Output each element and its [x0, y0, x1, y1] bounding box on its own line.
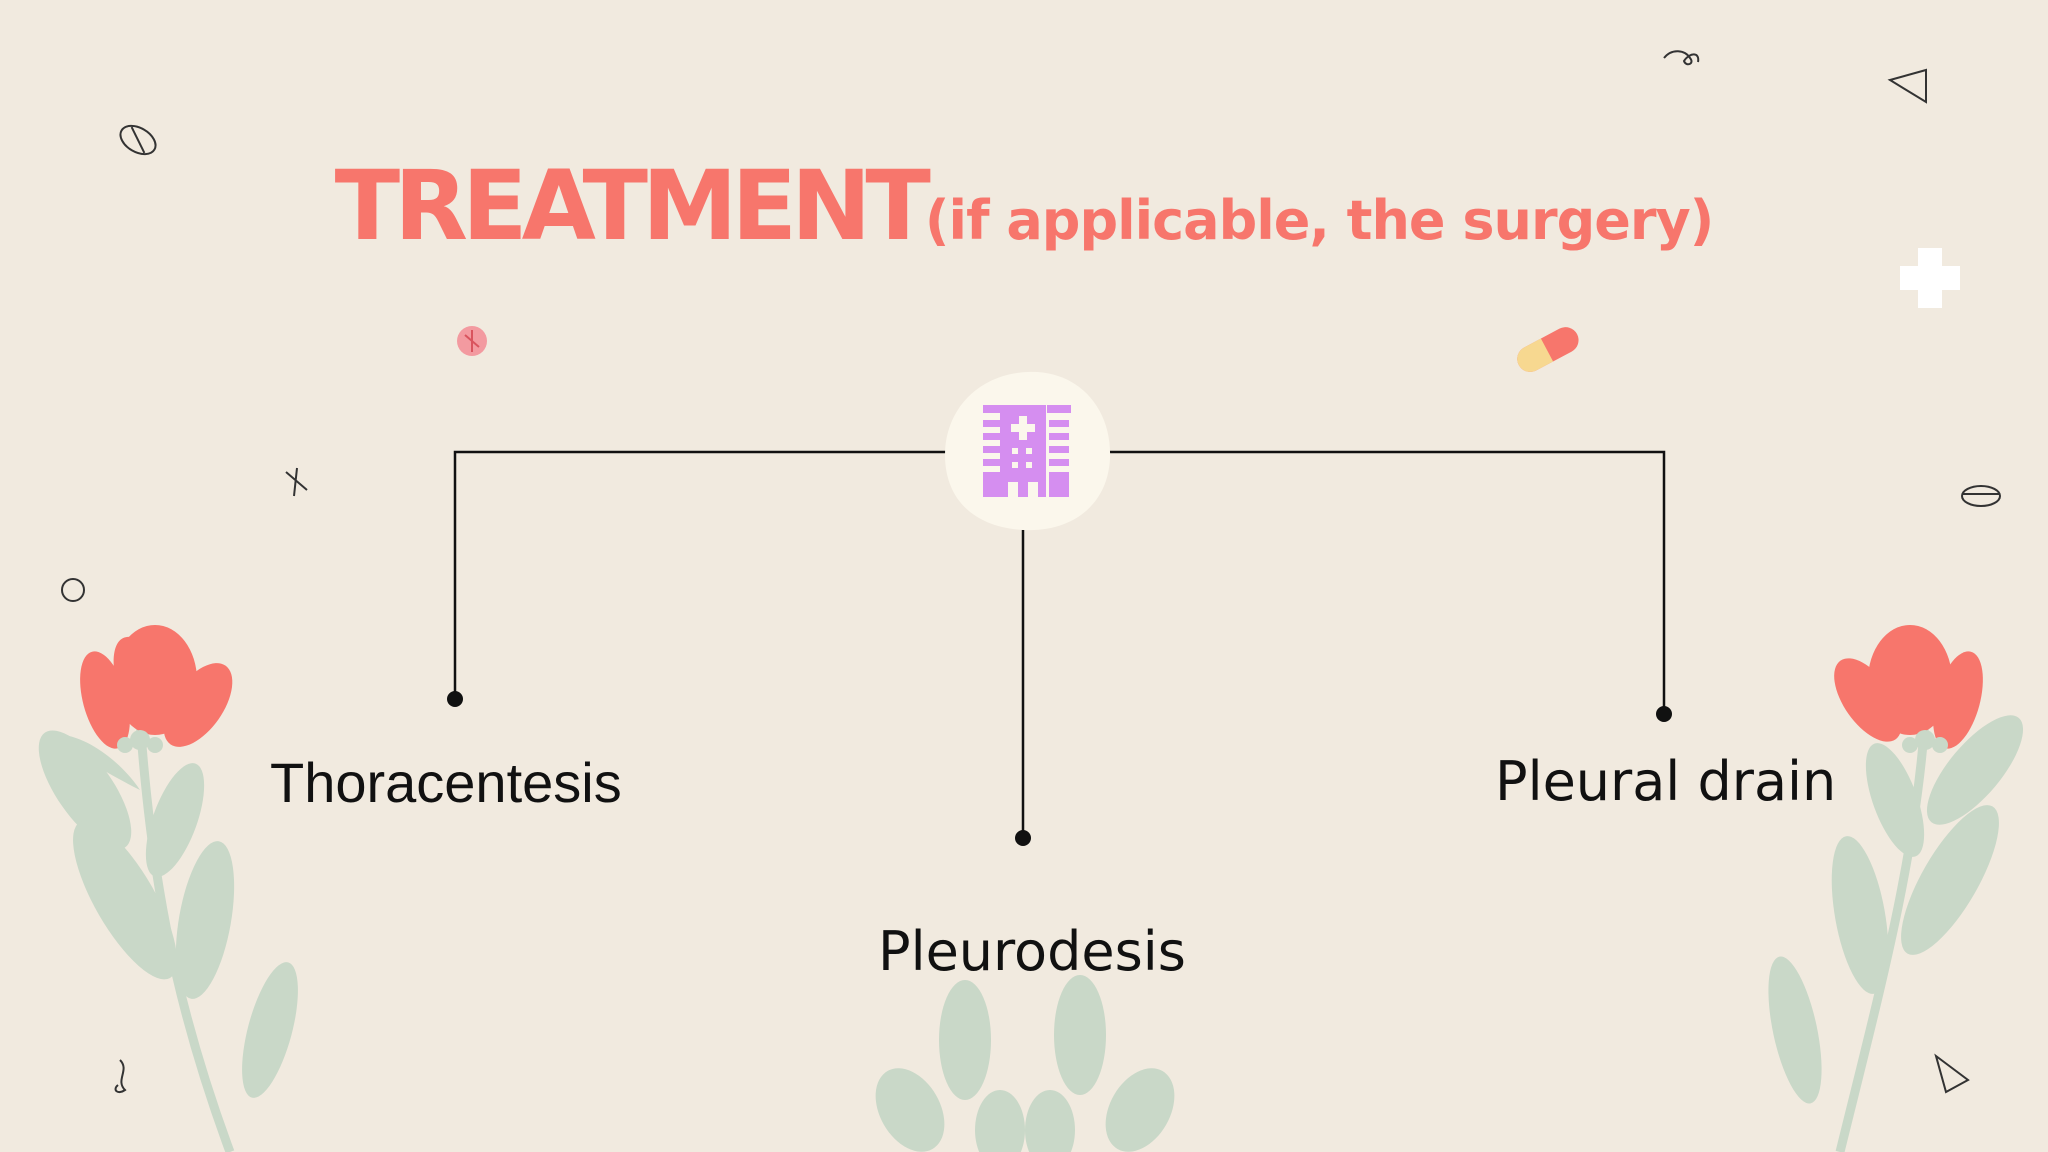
title-sub: (if applicable, the surgery)	[924, 189, 1714, 252]
hospital-building-icon	[983, 405, 1071, 497]
squiggle-doodle-icon	[114, 1059, 127, 1094]
branch-label-thoracentesis: Thoracentesis	[270, 751, 622, 814]
bottom-leaves-icon	[875, 975, 1175, 1152]
connector-left	[453, 450, 955, 698]
pink-pill-icon	[457, 326, 487, 356]
white-plus-icon	[1900, 248, 1960, 308]
branch-label-pleurodesis: Pleurodesis	[878, 920, 1186, 983]
left-flower-icon	[38, 625, 298, 1152]
connector-right	[1105, 450, 1666, 713]
branch-dot-right	[1656, 706, 1672, 722]
branch-label-pleural-drain: Pleural drain	[1495, 750, 1837, 813]
circle-doodle-icon	[61, 578, 85, 602]
connector-lines	[453, 450, 1666, 838]
branch-dot-center	[1015, 830, 1031, 846]
pill-outline-icon-2	[1961, 485, 2001, 507]
pill-outline-icon	[119, 124, 157, 156]
title-main: TREATMENT	[334, 150, 931, 262]
slide-title: TREATMENT(if applicable, the surgery)	[0, 150, 2048, 262]
right-flower-icon	[1768, 625, 2024, 1152]
curl-doodle-icon	[1663, 50, 1700, 66]
capsule-icon	[1517, 327, 1579, 372]
branch-dot-left	[447, 691, 463, 707]
triangle-doodle-icon-2	[1934, 1053, 1970, 1094]
cross-doodle-icon	[285, 467, 308, 497]
triangle-doodle-icon	[1887, 68, 1927, 104]
